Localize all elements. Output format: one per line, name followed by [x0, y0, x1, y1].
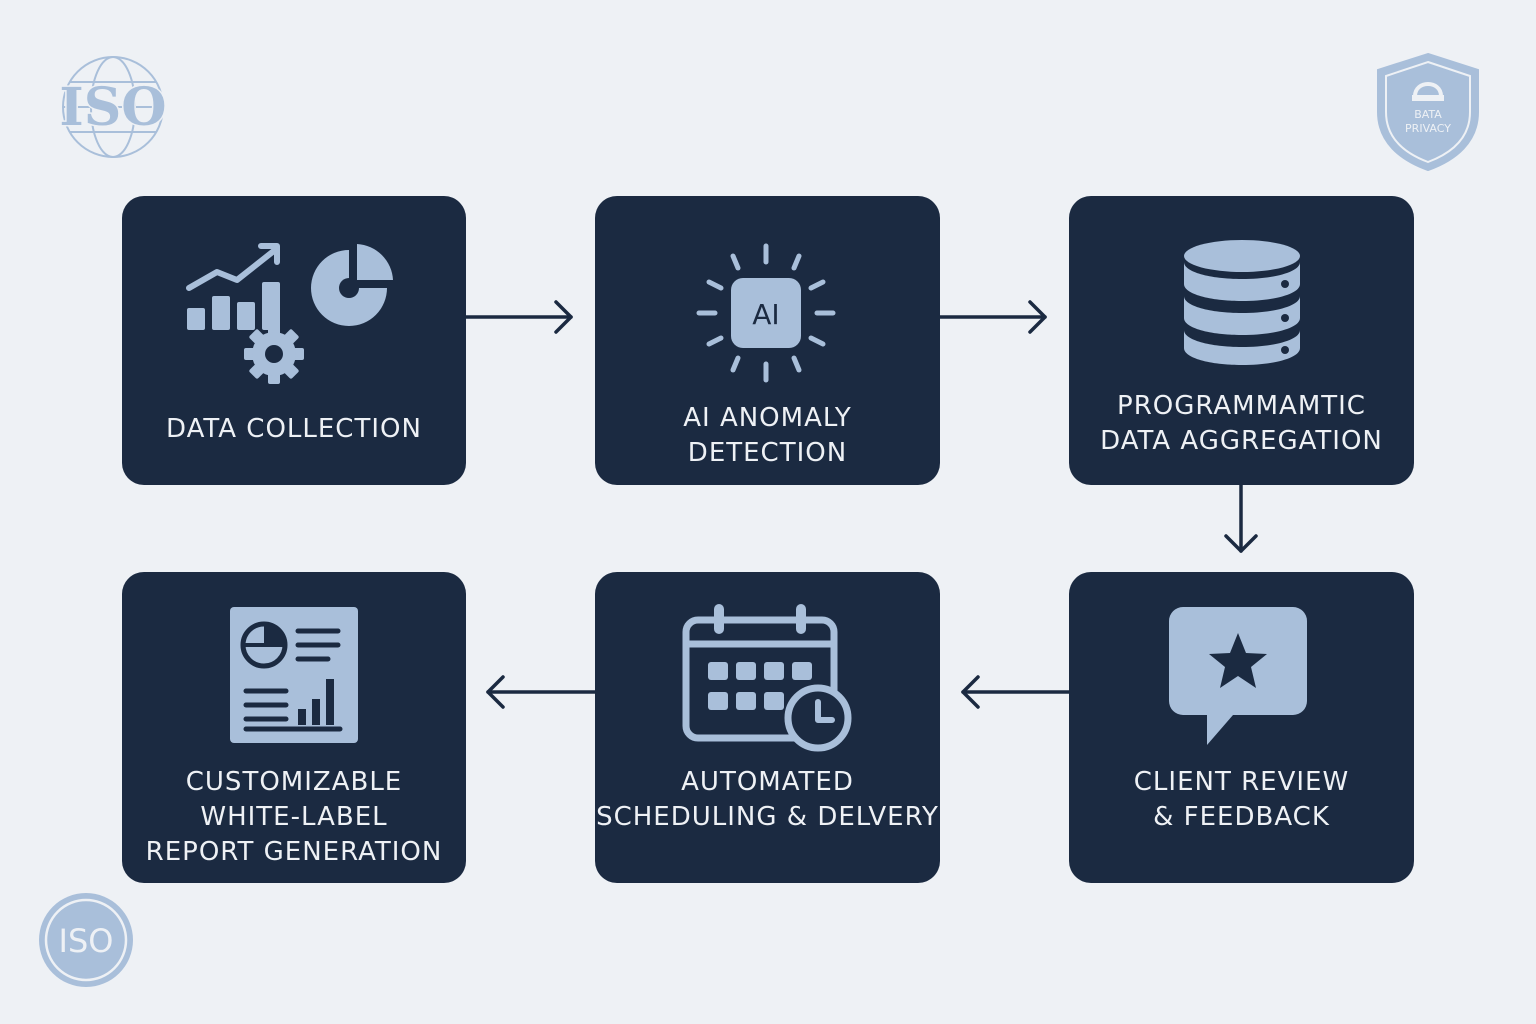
arrow-review-to-scheduling	[961, 675, 1071, 709]
step-report-generation: CUSTOMIZABLE WHITE-LABEL REPORT GENERATI…	[122, 572, 466, 883]
step-label: DATA COLLECTION	[122, 412, 466, 447]
step-label-line: DATA COLLECTION	[166, 414, 422, 444]
step-ai-anomaly-detection: AI AI ANOMALY DETECTION	[595, 196, 940, 485]
step-label-line: SCHEDULING & DELVERY	[596, 802, 939, 832]
iso-badge-text: ISO	[59, 922, 114, 960]
step-data-aggregation: PROGRAMMAMTIC DATA AGGREGATION	[1069, 196, 1414, 485]
arrow-ai-to-aggregation	[938, 300, 1047, 334]
svg-text:AI: AI	[752, 298, 779, 331]
iso-badge-icon: ISO	[39, 893, 133, 987]
step-label-line: & FEEDBACK	[1153, 802, 1330, 832]
step-label-line: AUTOMATED	[681, 767, 854, 797]
arrow-aggregation-to-review	[1224, 483, 1258, 553]
step-label: CLIENT REVIEW & FEEDBACK	[1069, 765, 1414, 835]
step-label-line: WHITE-LABEL	[200, 802, 388, 832]
step-scheduling-delivery: AUTOMATED SCHEDULING & DELVERY	[595, 572, 940, 883]
privacy-badge-line2: PRIVACY	[1405, 122, 1451, 135]
step-label: AI ANOMALY DETECTION	[595, 401, 940, 471]
report-document-icon	[230, 607, 358, 743]
step-client-review: CLIENT REVIEW & FEEDBACK	[1069, 572, 1414, 883]
iso-seal-icon: ISO	[58, 56, 168, 158]
iso-seal-text: ISO	[59, 77, 166, 138]
ai-chip-icon: AI	[696, 243, 835, 383]
database-icon	[1183, 240, 1300, 365]
arrow-collection-to-ai	[464, 300, 573, 334]
step-label-line: AI ANOMALY	[683, 403, 852, 433]
step-data-collection: DATA COLLECTION	[122, 196, 466, 485]
privacy-badge-line1: BATA	[1414, 108, 1442, 121]
step-label-line: DATA AGGREGATION	[1100, 426, 1383, 456]
step-label-line: CUSTOMIZABLE	[185, 767, 403, 797]
chart-gear-icon	[186, 243, 393, 384]
step-label-line: REPORT GENERATION	[145, 837, 443, 867]
star-comment-icon	[1168, 607, 1307, 745]
step-label-line: DETECTION	[687, 438, 848, 468]
calendar-clock-icon	[682, 604, 851, 752]
step-label-line: PROGRAMMAMTIC	[1117, 391, 1366, 421]
step-label: AUTOMATED SCHEDULING & DELVERY	[595, 765, 940, 835]
step-label-line: CLIENT REVIEW	[1133, 767, 1350, 797]
step-label: CUSTOMIZABLE WHITE-LABEL REPORT GENERATI…	[122, 765, 466, 870]
step-label: PROGRAMMAMTIC DATA AGGREGATION	[1069, 389, 1414, 459]
data-privacy-shield-icon: BATA PRIVACY	[1377, 52, 1479, 172]
arrow-scheduling-to-report	[486, 675, 597, 709]
